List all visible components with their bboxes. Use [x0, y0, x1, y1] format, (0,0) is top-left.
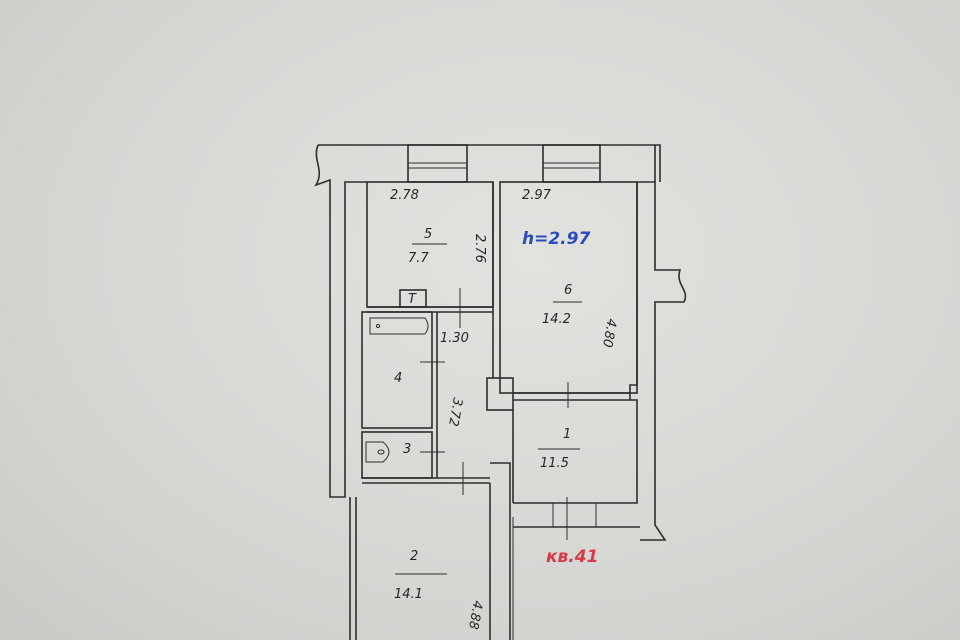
inner-walls [361, 181, 638, 640]
room-1-number: 1 [563, 427, 571, 442]
corridor-length: 3.72 [445, 396, 465, 427]
bathroom-outline [361, 311, 433, 429]
room-3-number: 3 [403, 442, 411, 457]
room-5-number: 5 [424, 227, 432, 242]
room-6-number: 6 [564, 283, 572, 298]
room-6-area: 14.2 [542, 312, 571, 327]
room-6-length: 4.80 [599, 317, 619, 348]
room-5-length: 2.76 [472, 234, 487, 263]
bathtub-icon [369, 317, 429, 335]
apartment-number: кв.41 [546, 547, 598, 567]
corridor-width: 1.30 [440, 331, 469, 346]
room-2-area: 14.1 [394, 587, 423, 602]
entrance-door [552, 502, 597, 528]
ceiling-height-note: h=2.97 [522, 229, 590, 249]
toilet-outline [361, 431, 433, 479]
water-heater-icon: T [399, 289, 427, 308]
room-2-length: 4.88 [465, 599, 485, 630]
ventilation-shaft [486, 377, 514, 411]
window-room-6 [542, 144, 601, 183]
water-heater-label: T [408, 292, 417, 307]
window-room-5 [407, 144, 468, 183]
room-2-number: 2 [410, 549, 418, 564]
room-5-area: 7.7 [408, 251, 429, 266]
room-6-width: 2.97 [522, 188, 552, 203]
room-1-area: 11.5 [540, 456, 569, 471]
room-5-width: 2.78 [390, 188, 419, 203]
room-4-number: 4 [394, 371, 402, 386]
dimension-labels: 2.78 5 7.7 2.76 2.97 h=2.97 6 14.2 4.80 … [390, 188, 619, 630]
toilet-icon [365, 441, 390, 463]
